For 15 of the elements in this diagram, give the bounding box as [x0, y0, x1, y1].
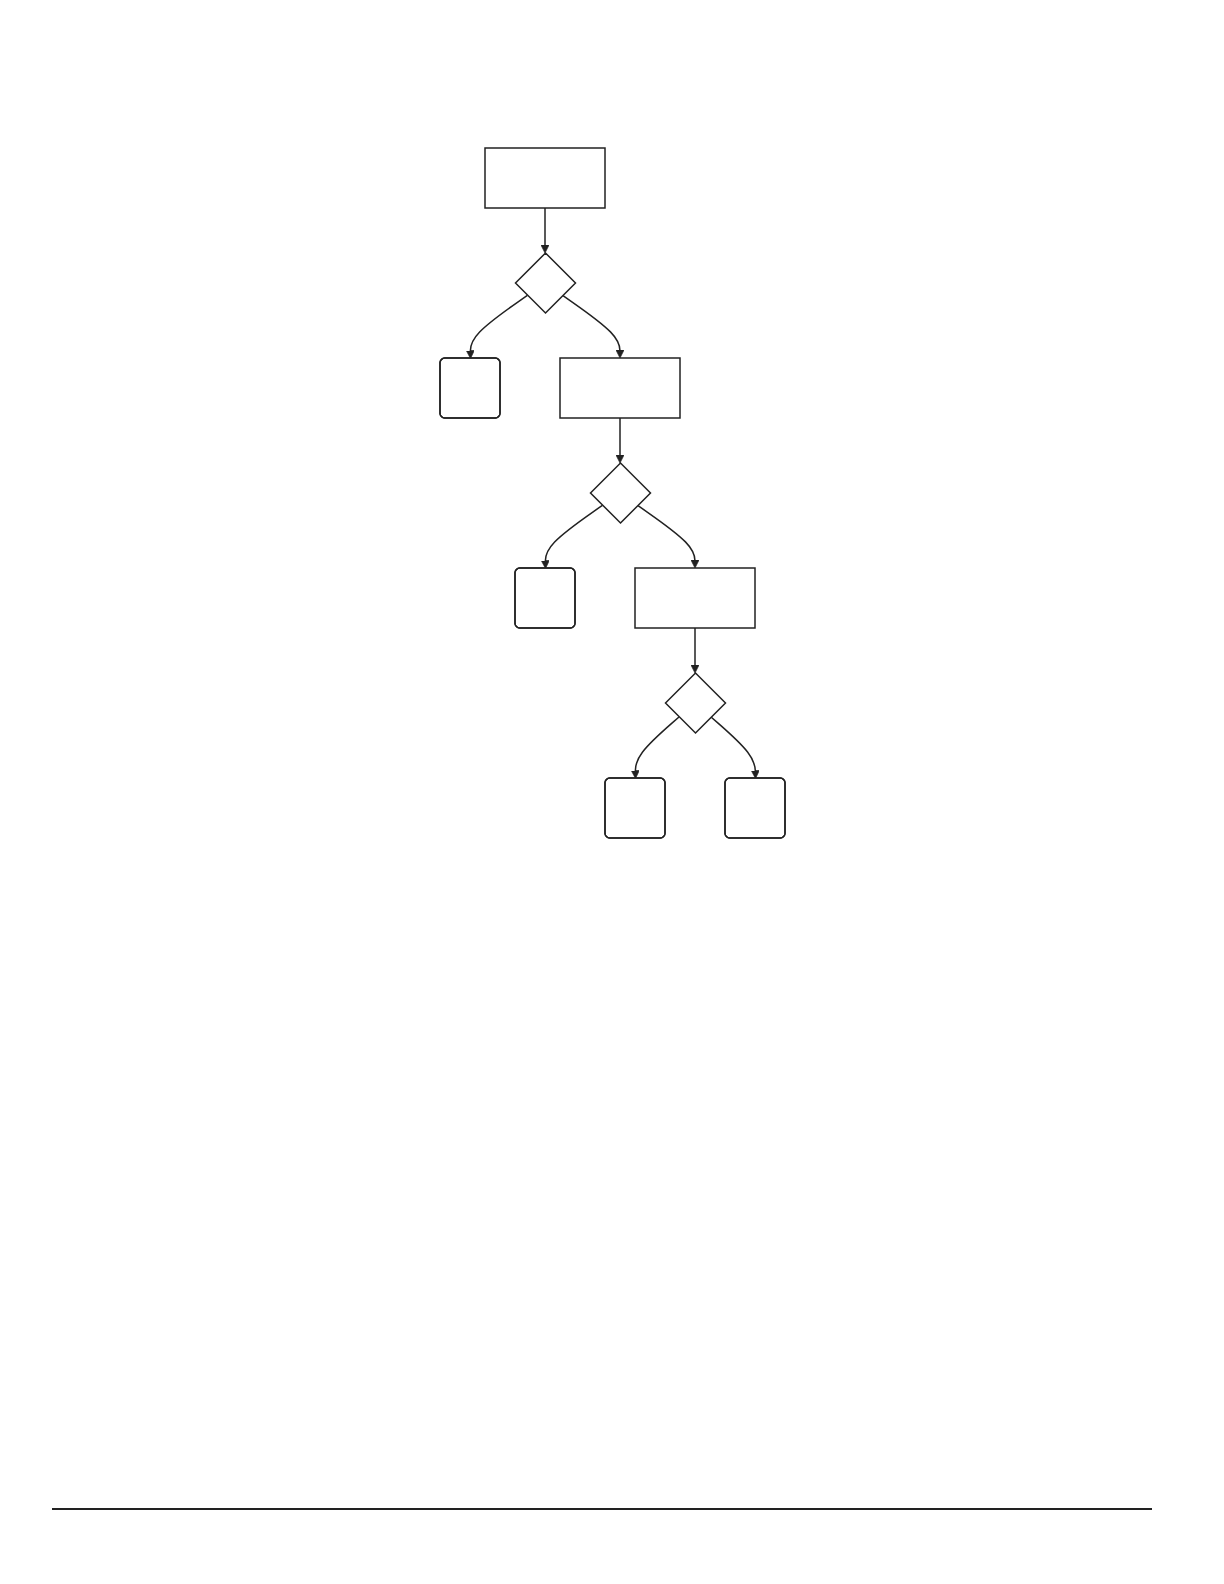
node-box	[483, 147, 606, 209]
arrow	[690, 627, 699, 674]
arrow	[630, 716, 680, 779]
arrow	[615, 417, 624, 464]
node-diamond	[513, 251, 577, 315]
arrow	[540, 207, 549, 254]
arrow	[709, 716, 760, 779]
arrow	[540, 504, 603, 569]
node-box	[558, 357, 681, 419]
node-box	[633, 567, 756, 629]
node-diamond	[588, 461, 652, 525]
arrow	[561, 294, 624, 359]
node-diamond	[663, 671, 727, 735]
arrow	[636, 504, 699, 569]
arrow	[465, 294, 528, 359]
